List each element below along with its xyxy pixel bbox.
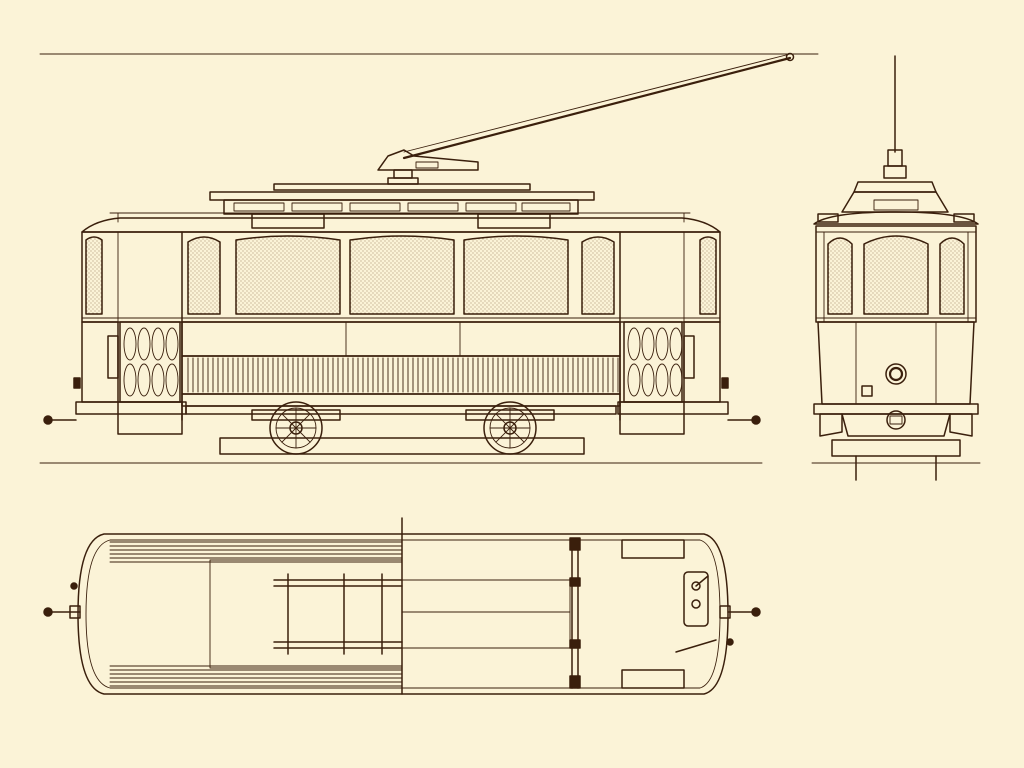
window [187,236,221,315]
window [463,235,569,315]
headlamp [885,363,907,385]
front-elevation [811,55,981,481]
window [699,236,717,315]
platform-left [43,321,187,435]
window [349,235,455,315]
plan-view [43,517,761,695]
platform-right [617,321,761,435]
window [235,235,341,315]
window [939,237,965,315]
controller [683,571,709,627]
roof-ladder [273,573,403,655]
window [827,237,853,315]
window [863,235,929,315]
trolley-pole [377,52,795,185]
truck [185,401,617,455]
window [85,236,103,315]
window [581,236,615,315]
roof [81,183,721,233]
side-elevation [39,52,819,464]
